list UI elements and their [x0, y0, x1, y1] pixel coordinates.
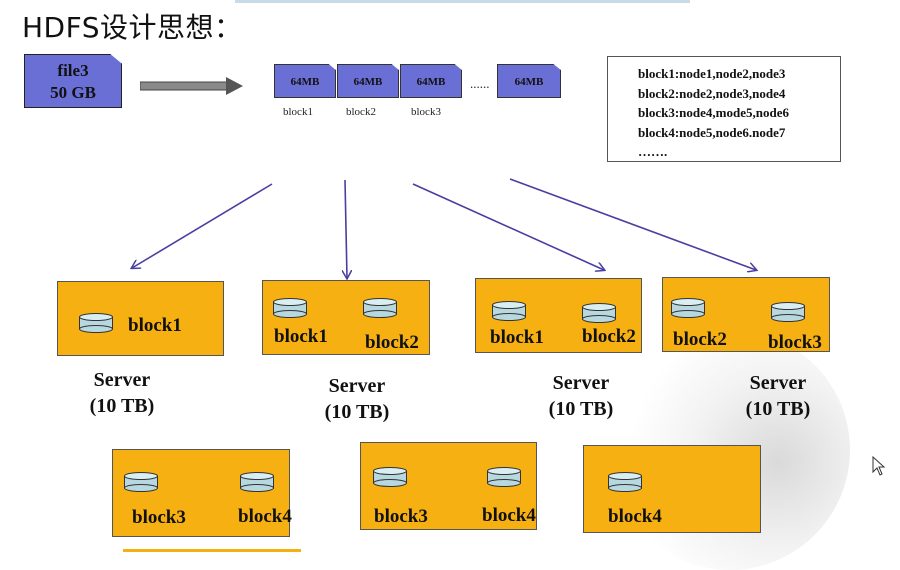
- server-caption-capacity: (10 TB): [324, 401, 390, 423]
- server-caption-name: Server: [328, 375, 386, 397]
- block-ellipsis: ......: [470, 76, 490, 91]
- disk-icon: [363, 298, 397, 318]
- block-label-3: block3: [411, 106, 441, 118]
- server-block-label: block3: [132, 507, 186, 528]
- server-block-label: block2: [673, 329, 727, 350]
- server-caption-1: Server (10 TB): [72, 367, 172, 419]
- disk-icon: [240, 472, 274, 492]
- server-block-label: block4: [482, 505, 536, 526]
- disk-icon: [79, 313, 113, 333]
- top-border-line: [235, 0, 690, 3]
- server-block-label: block2: [365, 332, 419, 353]
- server-box-edge: [123, 549, 301, 552]
- server-block-label: block3: [374, 506, 428, 527]
- block-chunk-3: 64MB: [400, 64, 462, 98]
- disk-icon: [487, 467, 521, 487]
- server-block-label: block3: [768, 332, 822, 353]
- file-name: file3: [57, 61, 89, 80]
- disk-icon: [492, 301, 526, 321]
- server-caption-3: Server (10 TB): [531, 370, 631, 422]
- disk-icon: [608, 472, 642, 492]
- disk-icon: [771, 302, 805, 322]
- mouse-cursor-icon: [872, 456, 886, 476]
- server-caption-capacity: (10 TB): [745, 398, 811, 420]
- server-caption-capacity: (10 TB): [548, 398, 614, 420]
- page-title: HDFS设计思想：: [22, 11, 243, 44]
- server-caption-name: Server: [552, 372, 610, 394]
- server-box-3: block1 block2: [475, 278, 642, 353]
- disk-icon: [671, 298, 705, 318]
- arrow-to-server-4: [509, 178, 756, 270]
- block-chunk-1: 64MB: [274, 64, 336, 98]
- arrow-to-server-2: [345, 179, 347, 278]
- server-box-1: block1: [57, 281, 224, 356]
- server-box-5: block3 block4: [112, 449, 292, 537]
- block-chunk-2: 64MB: [337, 64, 399, 98]
- server-block-label: block1: [274, 326, 328, 347]
- file-document-shape: file3 50 GB: [24, 54, 122, 108]
- server-caption-2: Server (10 TB): [307, 373, 407, 425]
- server-box-2: block1 block2: [262, 280, 430, 355]
- file-size: 50 GB: [50, 83, 96, 102]
- mapping-line: block3:node4,mode5,node6: [638, 105, 789, 120]
- arrow-to-server-3: [412, 183, 604, 270]
- disk-icon: [124, 472, 158, 492]
- server-block-label: block4: [238, 506, 292, 527]
- server-box-6: block3 block4: [360, 442, 537, 530]
- block-chunk-4: 64MB: [497, 64, 561, 98]
- mapping-line: block2:node2,node3,node4: [638, 85, 786, 101]
- block-label-1: block1: [283, 106, 313, 118]
- block-label-2: block2: [346, 106, 376, 118]
- server-block-label: block2: [582, 326, 636, 347]
- server-caption-name: Server: [93, 369, 151, 391]
- server-caption-4: Server (10 TB): [728, 370, 828, 422]
- mapping-line: block4:node5,node6.node7: [638, 124, 786, 140]
- disk-icon: [273, 298, 307, 318]
- block-mapping-box: block1:node1,node2,node3 block2:node2,no…: [607, 56, 841, 162]
- disk-icon: [582, 303, 616, 323]
- server-block-label: block1: [490, 327, 544, 348]
- mapping-line: …….: [638, 144, 668, 159]
- server-block-label: block1: [128, 315, 182, 336]
- arrow-to-server-1: [132, 183, 273, 268]
- disk-icon: [373, 467, 407, 487]
- server-block-label: block4: [608, 506, 662, 527]
- server-caption-capacity: (10 TB): [89, 395, 155, 417]
- mapping-line: block1:node1,node2,node3: [638, 66, 786, 81]
- split-arrow-icon: [140, 77, 243, 95]
- server-box-4: block2 block3: [662, 277, 830, 353]
- server-caption-name: Server: [749, 372, 807, 394]
- server-box-7: block4: [583, 445, 761, 533]
